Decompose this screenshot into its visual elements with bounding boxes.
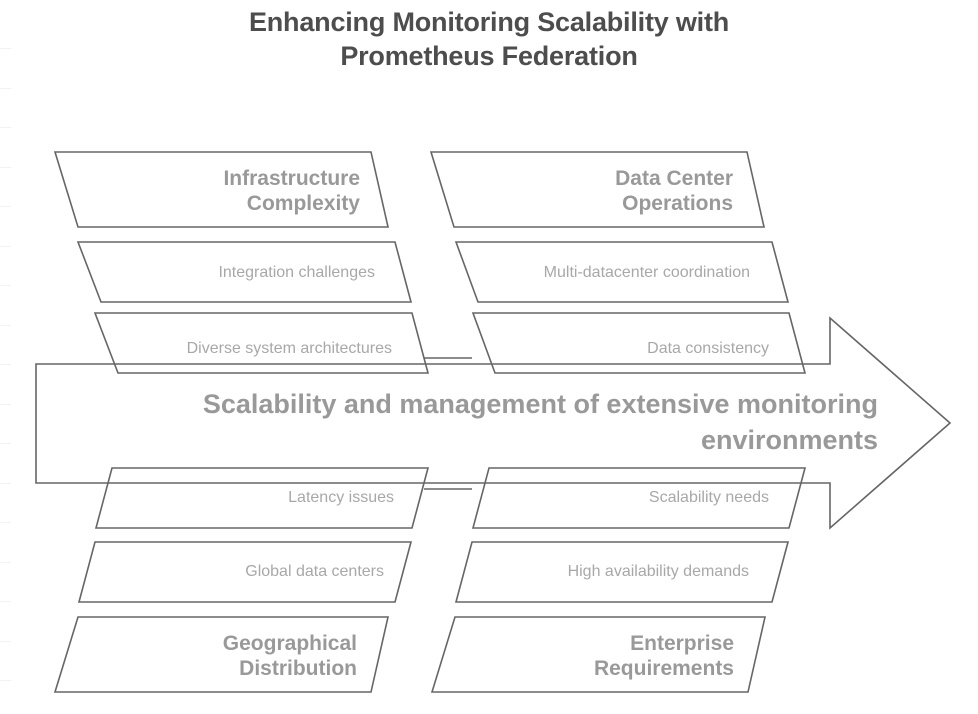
top-left-cause-2-shape (93, 312, 430, 374)
bottom-left-cause-2-label: Latency issues (288, 489, 394, 506)
ruler-tick (0, 88, 11, 89)
ruler-tick (0, 641, 11, 642)
top-right-cause-1-shape (454, 241, 790, 303)
top-left-cause-2-label: Diverse system architectures (186, 340, 392, 357)
bottom-right-category-label: Enterprise Requirements (593, 632, 734, 681)
page-title-line-2: Prometheus Federation (340, 40, 638, 71)
spine-arrow-shape (35, 316, 952, 530)
bottom-left-category-label: Geographical Distribution (222, 632, 357, 681)
top-left-cause-1-label: Integration challenges (218, 264, 375, 281)
top-right-cause-2-shape (471, 312, 807, 374)
bottom-left-cause-1-shape (77, 541, 413, 603)
bottom-left-cause-1-label: Global data centers (245, 563, 384, 580)
ruler-tick (0, 562, 11, 563)
bottom-right-cause-1-shape (454, 541, 790, 603)
top-left-category-label: Infrastructure Complexity (223, 167, 360, 216)
ruler-tick (0, 206, 11, 207)
page-title-line-1: Enhancing Monitoring Scalability with (248, 7, 730, 37)
ruler-tick (0, 167, 11, 168)
ruler-tick (0, 127, 11, 128)
ruler-tick (0, 404, 11, 405)
bottom-right-cause-2-shape (471, 467, 807, 529)
ruler-tick (0, 325, 11, 326)
bottom-left-cause-2-shape (94, 467, 430, 529)
bottom-right-category-shape (430, 616, 767, 693)
ruler-tick (0, 483, 11, 484)
ruler-tick (0, 364, 11, 365)
top-right-category-label: Data Center Operations (615, 167, 733, 216)
top-right-cause-1-label: Multi-datacenter coordination (543, 264, 750, 281)
spine-problem-statement: Scalability and management of extensive … (202, 389, 878, 456)
top-left-category-shape (53, 151, 390, 228)
top-right-cause-2-label: Data consistency (647, 340, 769, 357)
ruler-tick (0, 48, 11, 49)
ruler-tick (0, 522, 11, 523)
top-left-cause-1-shape (76, 241, 413, 303)
page-title: Enhancing Monitoring Scalability with Pr… (0, 6, 978, 74)
ruler-tick (0, 443, 11, 444)
ruler-tick (0, 680, 11, 681)
bottom-left-category-shape (53, 616, 390, 693)
bottom-right-cause-2-label: Scalability needs (648, 489, 769, 506)
ruler-tick (0, 285, 11, 286)
bottom-right-cause-1-label: High availability demands (567, 563, 749, 580)
top-right-category-shape (429, 151, 766, 228)
ruler-tick (0, 246, 11, 247)
ruler-tick (0, 601, 11, 602)
